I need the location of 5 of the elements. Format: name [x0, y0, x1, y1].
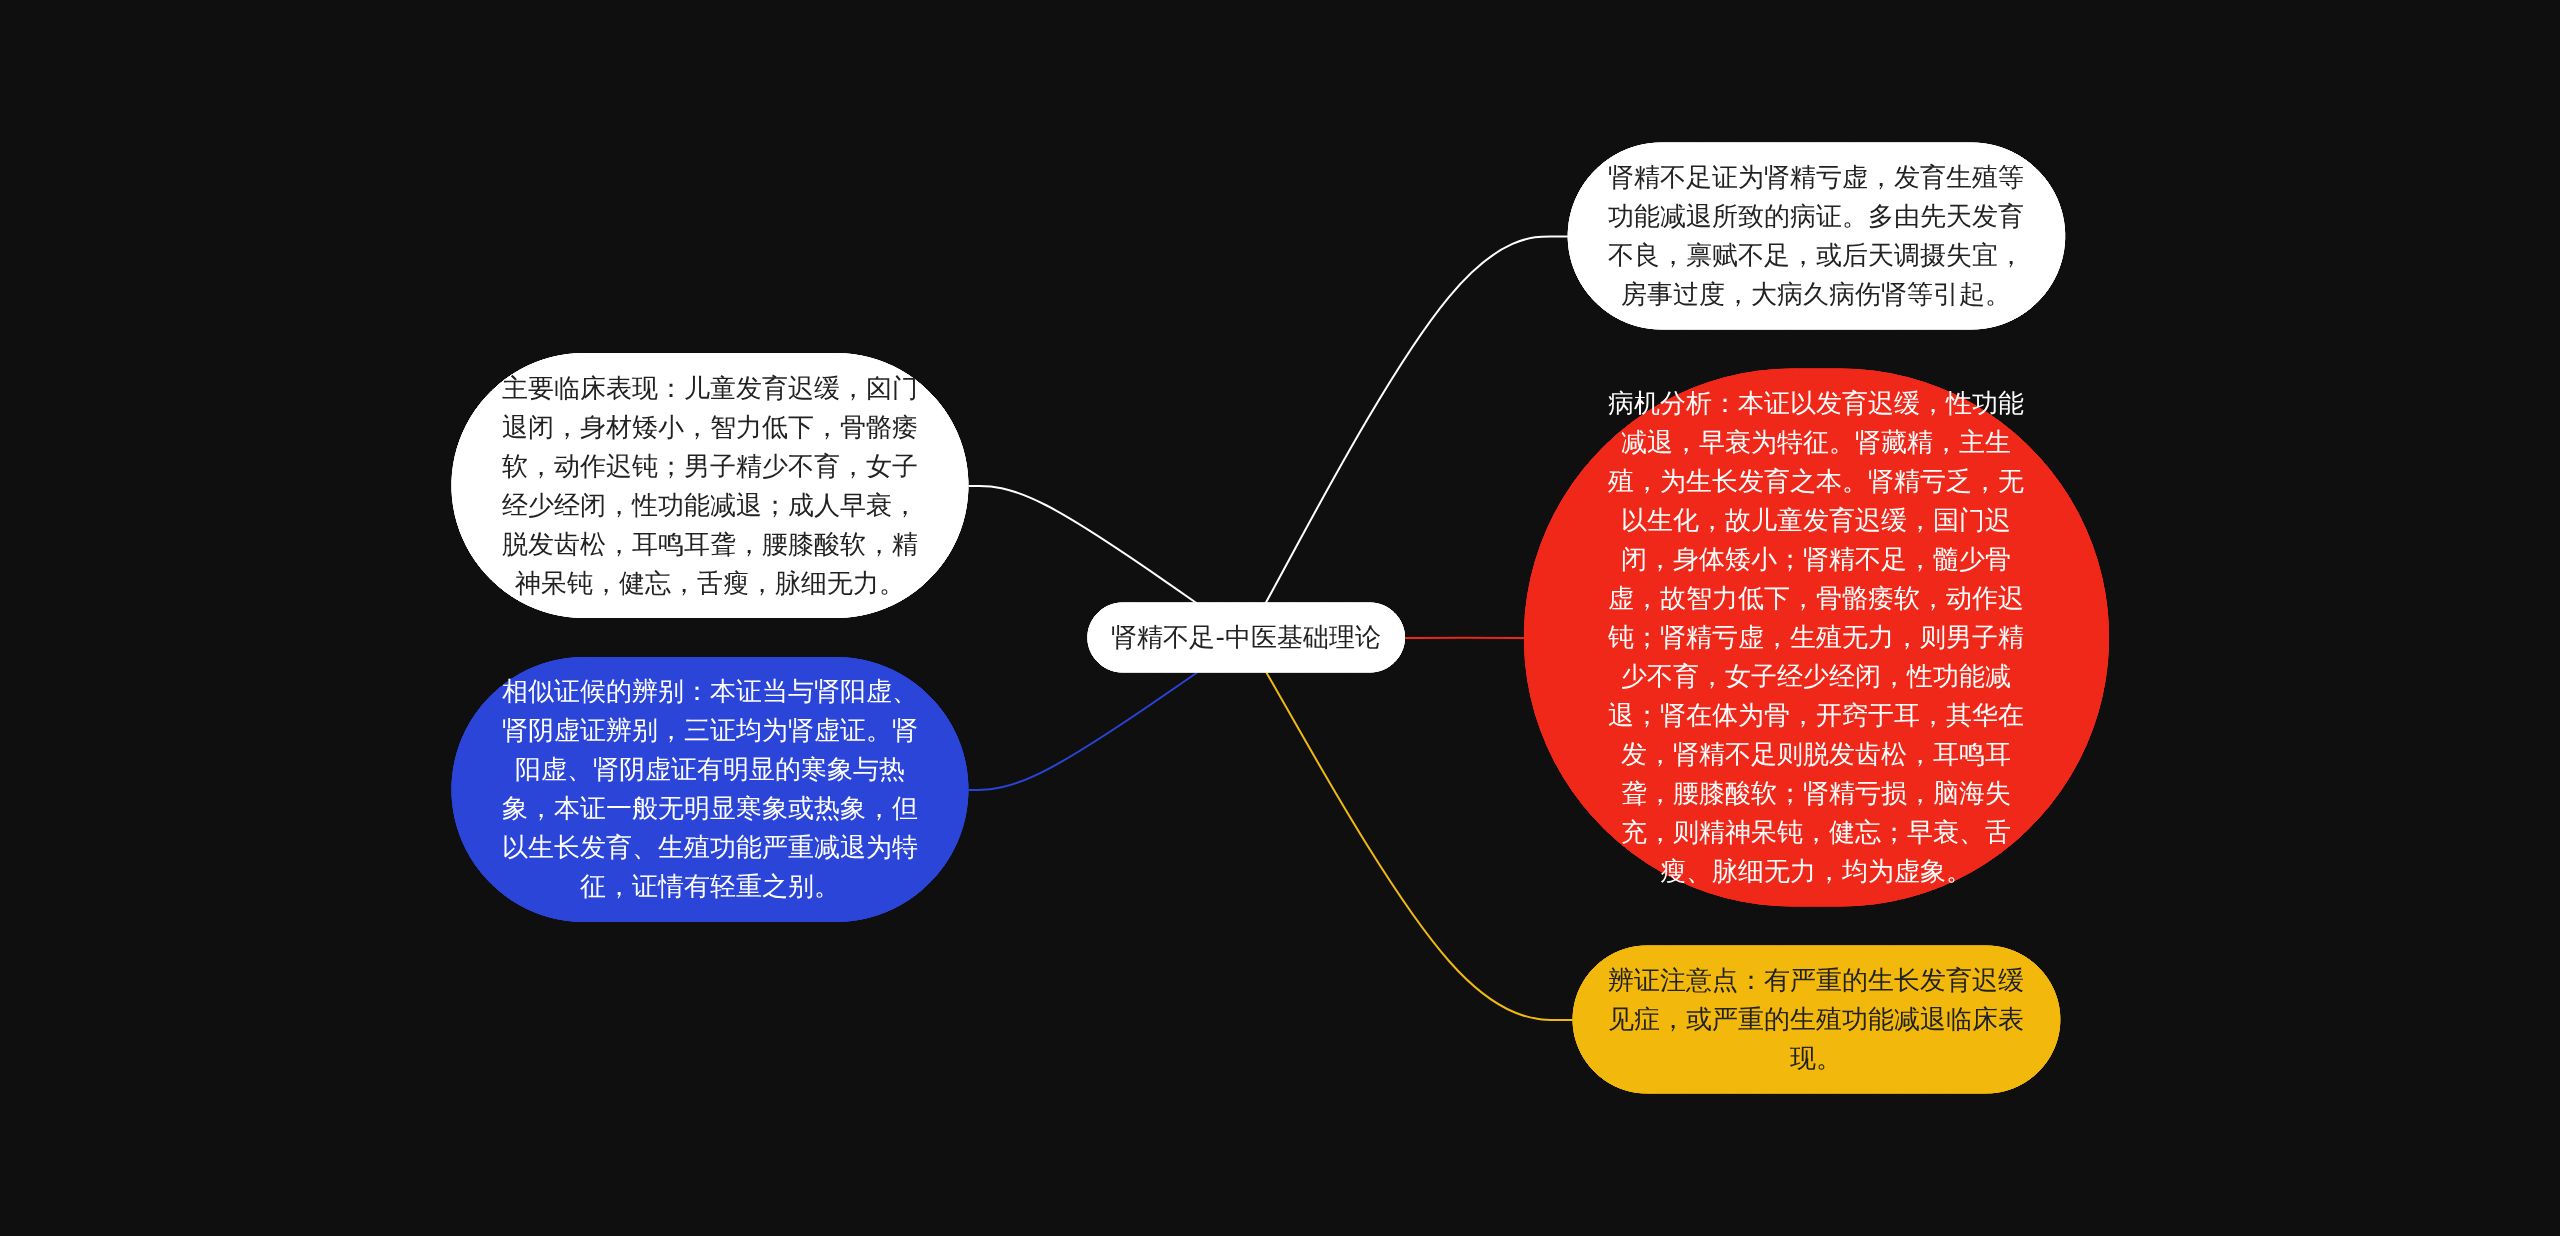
connector [1403, 636, 1526, 639]
connector [967, 671, 1198, 791]
connector [1264, 235, 1570, 605]
connector [1265, 671, 1575, 1021]
connector [967, 484, 1198, 605]
